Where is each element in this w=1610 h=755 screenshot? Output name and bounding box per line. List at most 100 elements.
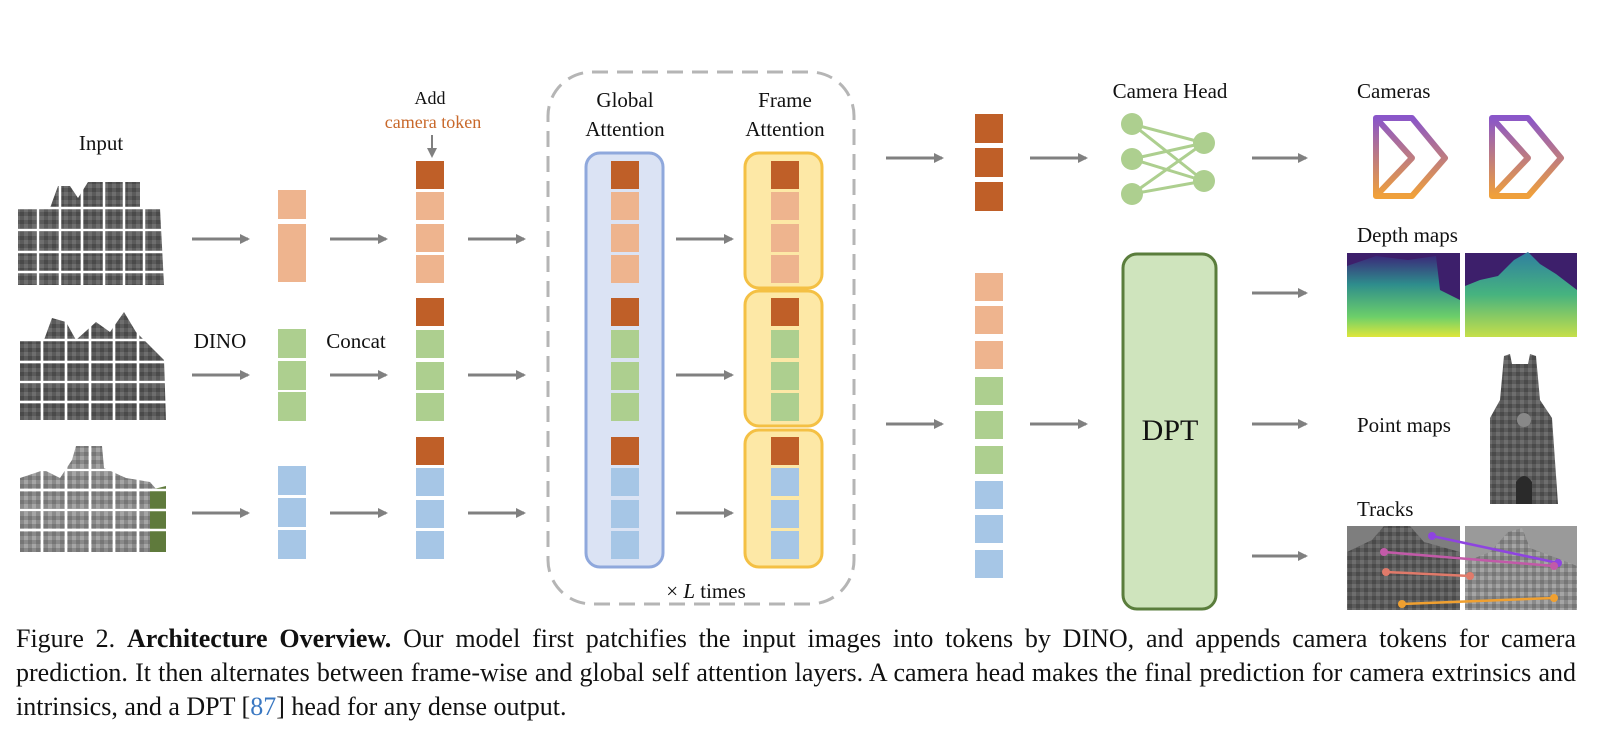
patch-token [416, 192, 444, 220]
patch-token [611, 330, 639, 358]
patch-token [771, 255, 799, 283]
cathedral-image-2 [20, 312, 166, 420]
patch-token [278, 224, 306, 253]
frame-attention-box [743, 289, 824, 428]
output-patch-tokens [975, 273, 1003, 578]
global-attention-label-line2: Attention [585, 117, 665, 141]
patch-token [416, 255, 444, 283]
patch-token [771, 224, 799, 252]
patch-token [611, 500, 639, 528]
output-camera-tokens [975, 114, 1003, 211]
global-attention-label-line1: Global [596, 88, 653, 112]
camera-token [975, 182, 1003, 211]
global-attention-box [584, 151, 665, 569]
patch-token [611, 192, 639, 220]
camera-token [611, 298, 639, 326]
frame-attention-box [743, 151, 824, 290]
frame-attention-tokens [771, 161, 799, 559]
patch-token [771, 531, 799, 559]
patch-token [416, 224, 444, 252]
cathedral-image-3 [20, 446, 166, 552]
patch-token [975, 515, 1003, 543]
dino-label: DINO [194, 329, 247, 353]
architecture-figure: Input [18, 70, 1577, 611]
camera-frustum-icon [1489, 115, 1564, 199]
global-attention-tokens [611, 161, 639, 559]
patch-token [278, 466, 306, 495]
patch-token [611, 255, 639, 283]
repeat-times-label: × L times [666, 579, 746, 603]
citation-link[interactable]: 87 [250, 692, 277, 721]
input-label: Input [79, 131, 123, 155]
patch-token [278, 253, 306, 282]
caption-title: Architecture Overview. [127, 624, 392, 653]
patch-token [278, 190, 306, 219]
frame-attention-boxes [743, 151, 824, 569]
patch-token [416, 500, 444, 528]
patch-token [975, 341, 1003, 369]
arrows-attention [676, 234, 734, 518]
camera-token [771, 161, 799, 189]
concat-label: Concat [326, 329, 386, 353]
camera-token-label: camera token [385, 112, 481, 132]
tracks-label: Tracks [1357, 497, 1413, 521]
camera-token [771, 298, 799, 326]
caption-text-end: ] head for any dense output. [276, 692, 567, 721]
patch-token [611, 531, 639, 559]
patch-token [975, 550, 1003, 578]
patch-token [771, 393, 799, 421]
patch-token [975, 377, 1003, 405]
patch-token [975, 306, 1003, 334]
patch-token [771, 500, 799, 528]
cameras-label: Cameras [1357, 79, 1430, 103]
tracks-image [1347, 526, 1577, 610]
patch-token [278, 361, 306, 390]
cathedral-image-1 [18, 182, 164, 285]
patch-token [416, 362, 444, 390]
dpt-head-box [1121, 252, 1218, 611]
patch-token [771, 362, 799, 390]
patch-token [416, 393, 444, 421]
add-label: Add [415, 88, 446, 108]
patch-token [975, 273, 1003, 301]
patch-token [278, 392, 306, 421]
concat-tokens [416, 161, 444, 559]
patch-token [975, 446, 1003, 474]
frame-attention-label-line2: Attention [745, 117, 825, 141]
patch-token [416, 468, 444, 496]
camera-token [975, 114, 1003, 143]
mlp-network-icon [1121, 113, 1215, 205]
depth-map [1465, 252, 1577, 337]
dpt-label: DPT [1142, 414, 1199, 447]
patch-token [278, 498, 306, 527]
camera-token [416, 437, 444, 465]
caption-text: Our model first patchifies the input ima… [16, 624, 1577, 721]
patch-token [278, 329, 306, 358]
camera-head-label: Camera Head [1113, 79, 1228, 103]
patch-token [771, 330, 799, 358]
camera-token [416, 161, 444, 189]
point-maps-label: Point maps [1357, 413, 1451, 437]
camera-token [771, 437, 799, 465]
caption-figure-number: Figure 2. [16, 624, 116, 653]
patch-token [416, 531, 444, 559]
patch-token [611, 224, 639, 252]
patch-token [975, 411, 1003, 439]
patch-token [771, 192, 799, 220]
camera-token [975, 148, 1003, 177]
arrows-outputs [1252, 153, 1308, 561]
depth-map [1347, 253, 1460, 337]
patch-token [771, 468, 799, 496]
camera-token [611, 161, 639, 189]
patch-token [278, 530, 306, 559]
arrows-stage3 [886, 153, 1088, 429]
figure-caption: Figure 2. Architecture Overview. Our mod… [16, 622, 1576, 724]
patch-token [611, 393, 639, 421]
patch-token [611, 362, 639, 390]
camera-token [611, 437, 639, 465]
frame-attention-box [743, 428, 824, 569]
patch-token [416, 330, 444, 358]
arrows-stage1 [192, 234, 526, 518]
camera-frustum-icon [1373, 115, 1448, 199]
frame-attention-label-line1: Frame [758, 88, 812, 112]
